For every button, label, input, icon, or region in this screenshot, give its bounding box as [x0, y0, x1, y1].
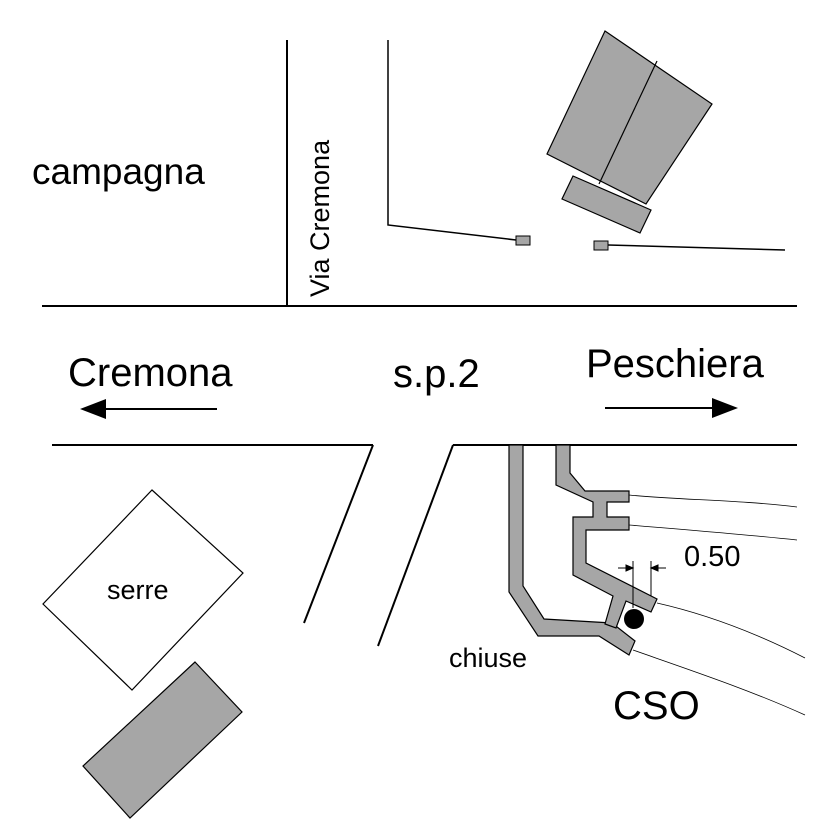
arrow-east-head [712, 398, 738, 418]
sluice-outer-wall [508, 444, 636, 656]
property-boundary [387, 40, 786, 251]
label-dimension: 0.50 [684, 541, 740, 573]
channel-line-4 [632, 649, 806, 716]
channel-line-2 [628, 524, 798, 541]
channel-lines [628, 494, 806, 716]
dimension-arrow-left [625, 564, 635, 572]
arrow-west-head [80, 399, 106, 419]
north-building-annex [561, 175, 652, 234]
manhole-marker-1 [515, 235, 531, 246]
manhole-marker-2 [593, 240, 609, 251]
label-cremona: Cremona [68, 351, 233, 395]
label-serre: serre [107, 575, 169, 605]
label-chiuse: chiuse [449, 643, 527, 673]
channel-line-3 [656, 602, 806, 659]
channel-line-1 [628, 494, 798, 508]
southwest-building [82, 661, 243, 819]
greenhouse-outline [42, 489, 244, 691]
side-road-west-edge [303, 444, 374, 624]
boundary-line-west [387, 40, 517, 241]
north-building-main [546, 30, 713, 205]
label-peschiera: Peschiera [586, 342, 765, 386]
sluice-structure [508, 444, 658, 656]
label-campagna: campagna [32, 151, 205, 192]
dimension-arrow-right [649, 564, 659, 572]
boundary-line-east [607, 244, 786, 251]
label-road: s.p.2 [393, 352, 480, 396]
dimension-marker [618, 561, 666, 608]
side-road-east-edge [377, 444, 454, 647]
label-cso: CSO [613, 684, 700, 728]
sluice-inner-wall [555, 444, 658, 629]
north-building [546, 30, 713, 234]
direction-arrows [80, 398, 738, 419]
label-via-cremona: Via Cremona [305, 139, 335, 297]
cso-outlet-point [624, 609, 644, 629]
north-building-ridge [598, 60, 658, 185]
